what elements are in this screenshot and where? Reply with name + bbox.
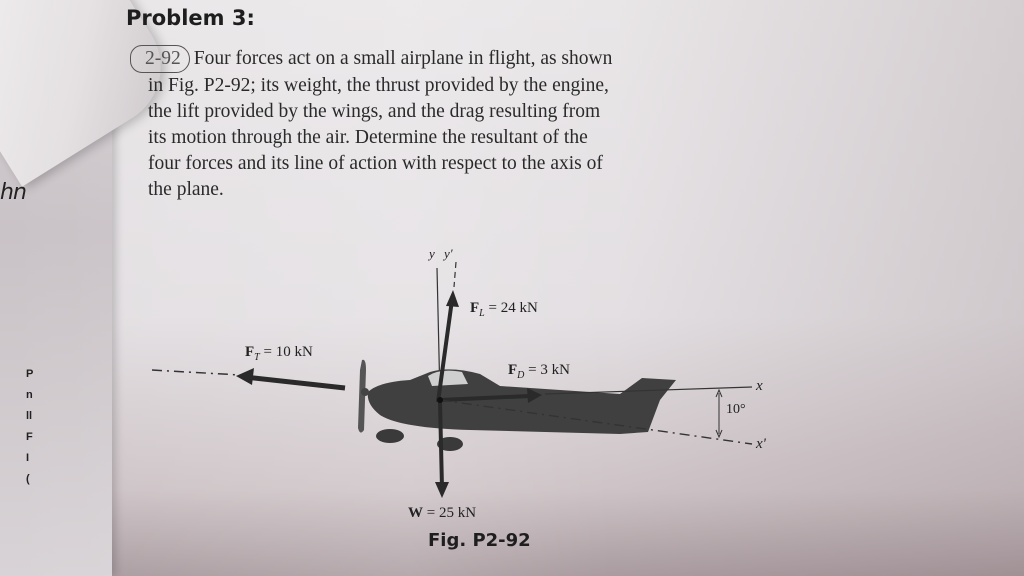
x-prime-axis	[439, 399, 753, 445]
handwritten-note: hn	[0, 180, 27, 205]
margin-letter: n	[26, 389, 33, 401]
margin-letter: ll	[26, 410, 33, 422]
center-of-gravity	[437, 397, 443, 403]
lift-label: FL = 24 kN	[470, 300, 538, 319]
y-axis-label: y	[429, 246, 435, 261]
margin-letters: P n ll F I (	[26, 368, 33, 485]
margin-letter: P	[26, 368, 34, 380]
problem-line-4: its motion through the air. Determine th…	[148, 127, 588, 148]
drag-arrow	[439, 394, 531, 402]
margin-letter: I	[26, 452, 30, 464]
margin-letter: (	[26, 473, 30, 485]
problem-title: Problem 3:	[126, 6, 255, 30]
weight-arrow	[438, 401, 444, 489]
problem-line-6: the plane.	[148, 179, 224, 200]
x-axis	[544, 386, 753, 395]
thrust-label: FT = 10 kN	[245, 344, 313, 363]
problem-number-circled: 2-92	[130, 45, 190, 73]
y-prime-axis	[453, 261, 457, 288]
thrust-arrow	[244, 374, 346, 391]
x-prime-axis-label: x'	[756, 436, 766, 452]
lift-arrow	[436, 299, 454, 403]
angle-label: 10°	[726, 402, 746, 417]
y-prime-axis-label: y'	[444, 246, 453, 261]
airplane	[358, 359, 676, 451]
thrust-line-of-action	[151, 369, 241, 376]
problem-line-3: the lift provided by the wings, and the …	[148, 101, 601, 122]
problem-line-5: four forces and its line of action with …	[148, 153, 603, 174]
x-axis-label: x	[756, 378, 763, 394]
thrust-arrowhead	[236, 368, 254, 385]
figure-caption: Fig. P2-92	[428, 530, 531, 551]
weight-label: W = 25 kN	[408, 505, 477, 521]
margin-letter: F	[26, 431, 33, 443]
drag-label: FD = 3 kN	[508, 362, 570, 381]
problem-line-2: in Fig. P2-92; its weight, the thrust pr…	[148, 75, 609, 96]
